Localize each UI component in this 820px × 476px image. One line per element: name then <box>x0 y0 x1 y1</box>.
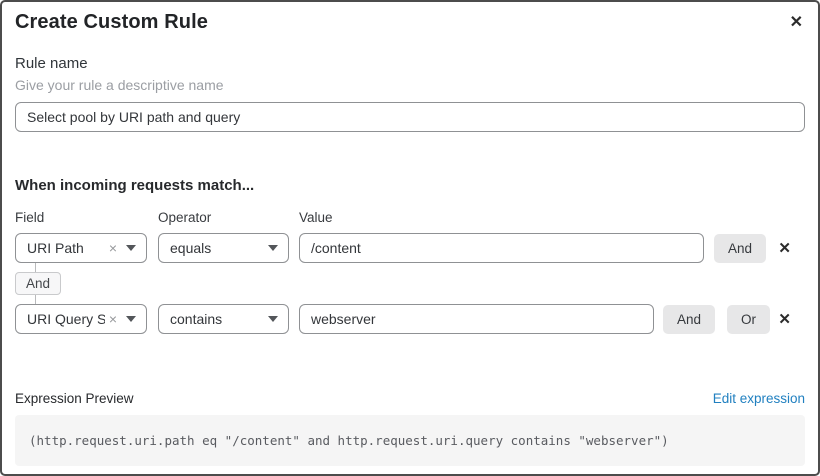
add-or-condition-button[interactable]: Or <box>727 304 771 334</box>
clear-selection-icon[interactable]: × <box>108 311 117 327</box>
condition-column-headers: Field Operator Value <box>15 210 805 225</box>
expression-preview-header: Expression Preview Edit expression <box>15 391 805 406</box>
field-select[interactable]: URI Path × <box>15 233 147 263</box>
field-column-header: Field <box>15 210 45 225</box>
dialog-header: Create Custom Rule ✕ <box>15 2 805 34</box>
chevron-down-icon <box>126 316 136 322</box>
add-and-condition-button[interactable]: And <box>663 304 716 334</box>
expression-code-block: (http.request.uri.path eq "/content" and… <box>15 415 805 466</box>
close-icon[interactable]: ✕ <box>789 14 803 31</box>
operator-column-header: Operator <box>158 210 212 225</box>
connector-line-bottom <box>35 295 36 304</box>
delete-row-icon[interactable]: ✕ <box>778 310 791 328</box>
field-select-value: URI Query St... <box>27 311 105 327</box>
condition-row-1: URI Path × equals And ✕ <box>15 233 805 263</box>
expression-preview-label: Expression Preview <box>15 391 134 406</box>
connector-line-top <box>35 263 36 272</box>
chevron-down-icon <box>126 245 136 251</box>
field-select[interactable]: URI Query St... × <box>15 304 147 334</box>
chevron-down-icon <box>268 245 278 251</box>
page-title: Create Custom Rule <box>15 11 208 33</box>
value-input[interactable] <box>299 304 654 334</box>
match-section-heading: When incoming requests match... <box>15 177 255 194</box>
operator-select-value: equals <box>170 240 212 256</box>
connector-badge: And <box>15 272 62 295</box>
field-select-value: URI Path <box>27 240 84 256</box>
rule-name-hint: Give your rule a descriptive name <box>15 77 224 93</box>
add-and-condition-button[interactable]: And <box>714 233 767 263</box>
clear-selection-icon[interactable]: × <box>108 240 117 256</box>
delete-row-icon[interactable]: ✕ <box>778 239 791 257</box>
operator-select[interactable]: equals <box>158 233 289 263</box>
chevron-down-icon <box>268 316 278 322</box>
value-input[interactable] <box>299 233 704 263</box>
condition-row-2: URI Query St... × contains And Or ✕ <box>15 304 805 334</box>
rule-name-input[interactable] <box>15 102 805 132</box>
value-column-header: Value <box>299 210 333 225</box>
operator-select-value: contains <box>170 311 223 327</box>
operator-select[interactable]: contains <box>158 304 289 334</box>
rule-name-label: Rule name <box>15 55 88 72</box>
condition-connector: And <box>15 263 805 304</box>
edit-expression-link[interactable]: Edit expression <box>712 391 805 406</box>
